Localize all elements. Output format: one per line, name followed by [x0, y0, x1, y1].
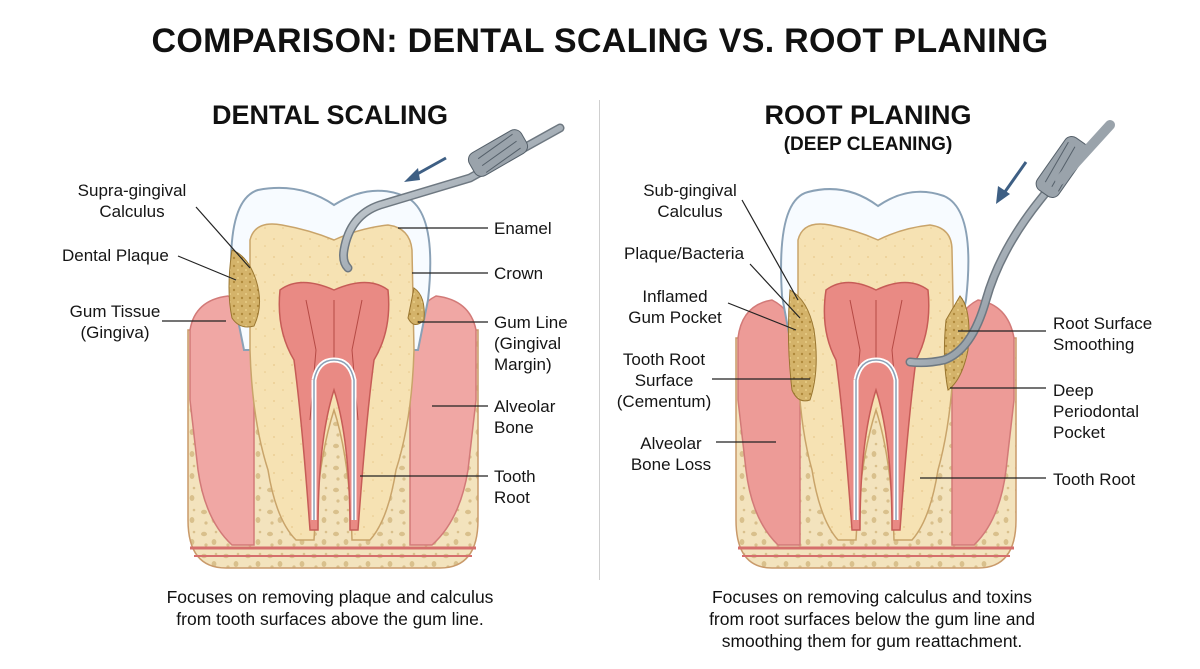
sub-calculus-right [787, 289, 817, 402]
deep-pocket-label-line3: Pocket [1053, 423, 1105, 442]
bone-loss-label: Alveolar Bone Loss [624, 433, 718, 475]
tooth-root-label-line2: Root [494, 488, 530, 507]
scaling-caption-line1: Focuses on removing plaque and calculus [166, 587, 494, 607]
supra-calculus-label: Supra-gingival Calculus [62, 180, 202, 222]
planing-caption-line2: from root surfaces below the gum line an… [709, 609, 1035, 629]
tooth-root-label-line1: Tooth [494, 467, 536, 486]
tooth-root-label-right: Tooth Root [1053, 470, 1136, 489]
sub-calculus-label-line2: Calculus [657, 202, 723, 221]
root-surface-label-line2: Surface [634, 371, 694, 390]
bone-loss-label-line2: Bone Loss [630, 455, 712, 474]
plaque-bacteria-label: Plaque/Bacteria [624, 244, 745, 263]
planing-subheading: (DEEP CLEANING) [783, 134, 953, 155]
root-smoothing-label-line1: Root Surface [1053, 314, 1153, 333]
inflamed-pocket-label-line2: Gum Pocket [628, 308, 722, 327]
sub-calculus-label-line1: Sub-gingival [643, 181, 737, 200]
pulp-left [278, 281, 390, 531]
tooth-root-label-left: Tooth Root [494, 466, 536, 508]
inflamed-pocket-label: Inflamed Gum Pocket [620, 286, 730, 328]
planing-diagram [712, 120, 1115, 569]
deep-pocket-label: Deep Periodontal Pocket [1053, 380, 1139, 443]
scaling-heading: DENTAL SCALING [212, 100, 448, 130]
gum-line-label-line3: Margin) [494, 355, 552, 374]
gum-tissue-label: Gum Tissue (Gingiva) [60, 301, 170, 343]
deep-pocket-label-line2: Periodontal [1053, 402, 1140, 421]
supra-calculus-label-line2: Calculus [99, 202, 165, 221]
root-surface-label-line1: Tooth Root [622, 350, 706, 369]
root-surface-label-line3: (Cementum) [616, 392, 712, 411]
alveolar-bone-label: Alveolar Bone [494, 396, 555, 438]
gum-line-label: Gum Line (Gingival Margin) [494, 312, 568, 375]
planing-caption-line1: Focuses on removing calculus and toxins [711, 587, 1033, 607]
planing-caption: Focuses on removing calculus and toxins … [652, 586, 1092, 652]
planing-heading: ROOT PLANING [764, 100, 972, 130]
planing-caption-line3: smoothing them for gum reattachment. [721, 631, 1023, 651]
scaling-caption-line2: from tooth surfaces above the gum line. [176, 609, 484, 629]
dental-plaque-label: Dental Plaque [62, 246, 169, 265]
bone-loss-label-line1: Alveolar [640, 434, 702, 453]
supra-calculus-left [228, 249, 260, 328]
gum-tissue-label-line2: (Gingiva) [80, 323, 150, 342]
scaling-caption: Focuses on removing plaque and calculus … [110, 586, 550, 630]
root-smoothing-label-line2: Smoothing [1053, 335, 1135, 354]
scaling-diagram [162, 123, 565, 569]
deep-pocket-label-line1: Deep [1053, 381, 1094, 400]
panel-divider [599, 100, 600, 580]
inflamed-pocket-label-line1: Inflamed [642, 287, 708, 306]
motion-arrow-right [1000, 161, 1028, 197]
enamel-label: Enamel [494, 219, 552, 238]
supra-calculus-label-line1: Supra-gingival [77, 181, 187, 200]
alveolar-bone-label-line1: Alveolar [494, 397, 556, 416]
gum-tissue-label-line1: Gum Tissue [69, 302, 161, 321]
root-surface-label: Tooth Root Surface (Cementum) [612, 349, 716, 412]
alveolar-bone-label-line2: Bone [494, 418, 534, 437]
page-title: COMPARISON: DENTAL SCALING VS. ROOT PLAN… [151, 22, 1049, 60]
crown-label: Crown [494, 264, 544, 283]
sub-calculus-label: Sub-gingival Calculus [630, 180, 750, 222]
gum-line-label-line1: Gum Line [494, 313, 568, 332]
root-smoothing-label: Root Surface Smoothing [1053, 313, 1152, 355]
pulp-right [823, 281, 930, 531]
gum-line-label-line2: (Gingival [494, 334, 562, 353]
